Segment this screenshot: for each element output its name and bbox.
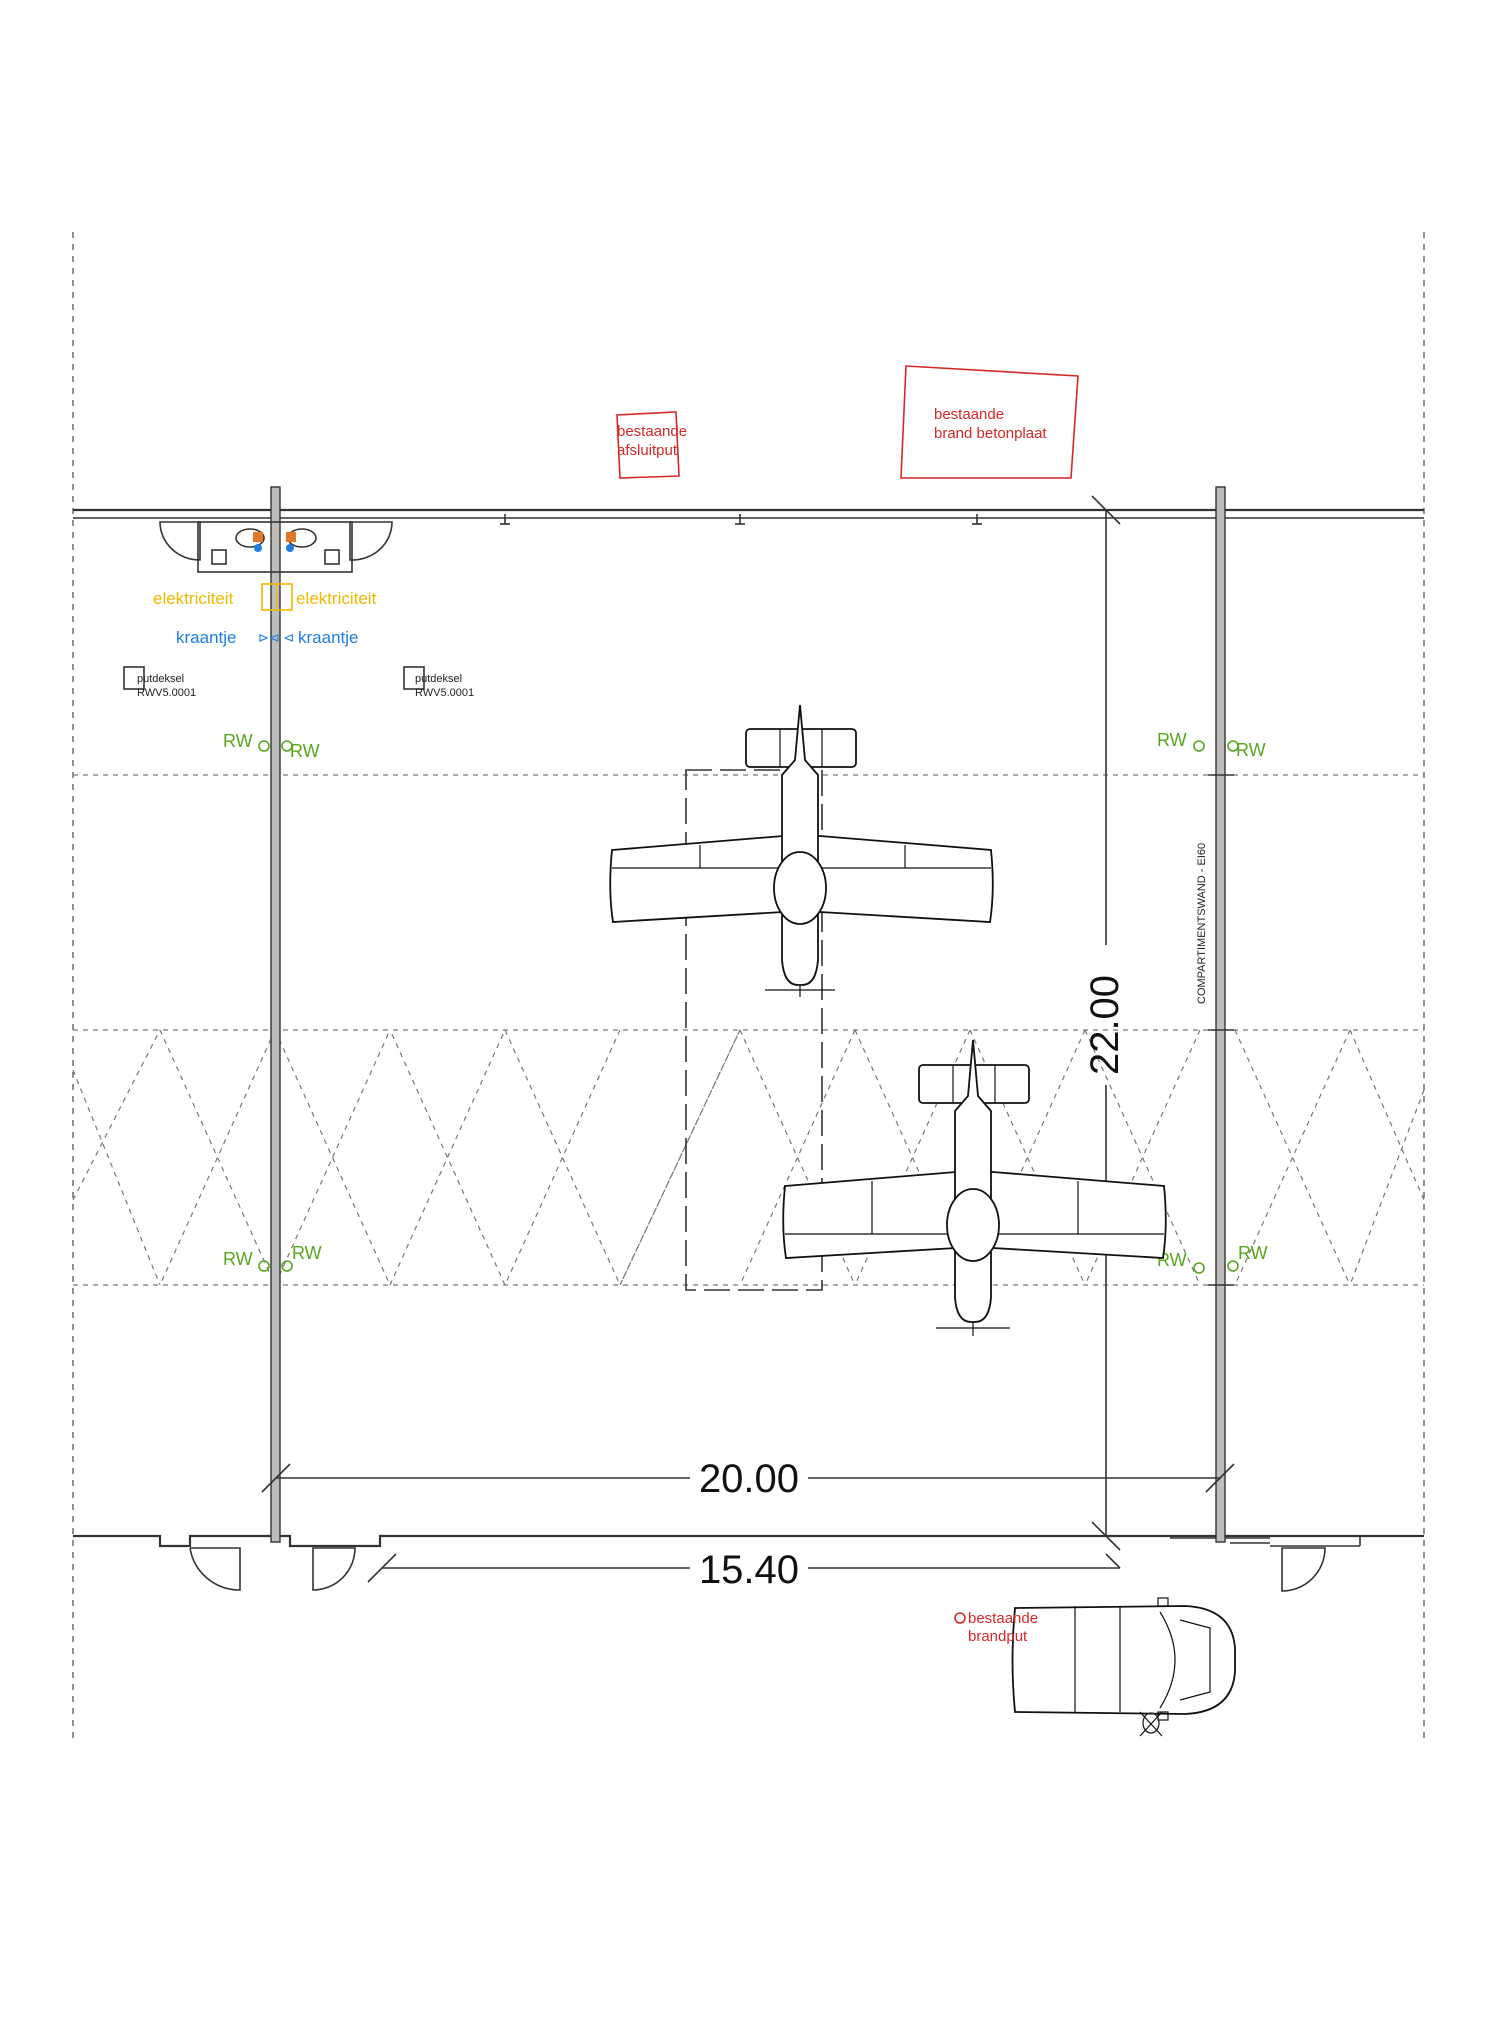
rw-bottom-right: RW RW [1157, 1243, 1268, 1274]
left-partition-wall [270, 486, 281, 1543]
svg-text:RW: RW [223, 1249, 253, 1269]
svg-text:RW: RW [1238, 1243, 1268, 1263]
utility-fixtures [159, 521, 393, 573]
svg-text:brandput: brandput [968, 1628, 1028, 1645]
bottom-wall [73, 1534, 1424, 1592]
svg-text:15.40: 15.40 [699, 1548, 799, 1592]
airplane-1 [609, 704, 994, 997]
existing-concrete-slab: bestaande brand betonplaat [900, 365, 1079, 479]
svg-text:RW: RW [1157, 1250, 1187, 1270]
svg-text:RW: RW [290, 741, 320, 761]
svg-text:RW: RW [1157, 730, 1187, 750]
dimension-width: 20.00 [261, 1457, 1235, 1501]
svg-text:putdeksel: putdeksel [415, 673, 462, 685]
svg-text:RW: RW [223, 731, 253, 751]
airplane-2 [782, 1039, 1167, 1336]
top-wall [73, 508, 1424, 525]
dimension-door-width: 15.40 [367, 1548, 1121, 1592]
rw-top-right: RW RW [1157, 730, 1266, 760]
svg-text:RW: RW [292, 1243, 322, 1263]
tap-label-left: kraantje [176, 628, 236, 647]
existing-shutoff-pit: bestaande afsluitput [616, 411, 687, 479]
manhole-cover-2: putdeksel RWV5.0001 [403, 666, 474, 699]
svg-text:RWV5.0001: RWV5.0001 [137, 687, 196, 699]
svg-text:22.00: 22.00 [1083, 975, 1127, 1075]
electricity-group: elektriciteit elektriciteit [153, 583, 377, 611]
svg-text:RW: RW [1236, 740, 1266, 760]
svg-text:brand betonplaat: brand betonplaat [934, 425, 1047, 442]
tap-label-right: kraantje [298, 628, 358, 647]
compartment-wall-label: COMPARTIMENTSWAND - EI60 [1196, 843, 1208, 1004]
svg-text:⊳⊲ ⊲: ⊳⊲ ⊲ [258, 630, 294, 645]
rainwater-downspouts: RW RW RW RW RW RW RW RW [223, 730, 1268, 1274]
parked-car [1011, 1597, 1236, 1721]
dimension-depth: 22.00 [1083, 495, 1127, 1551]
svg-text:RWV5.0001: RWV5.0001 [415, 687, 474, 699]
svg-text:afsluitput: afsluitput [617, 442, 678, 459]
svg-text:bestaande: bestaande [968, 1610, 1038, 1627]
svg-text:bestaande: bestaande [934, 406, 1004, 423]
electricity-label-left: elektriciteit [153, 589, 234, 608]
north-marker-icon [1139, 1711, 1163, 1737]
manhole-cover-1: putdeksel RWV5.0001 [123, 666, 196, 699]
rw-top-left: RW RW [223, 731, 320, 761]
existing-fire-hydrant: bestaande brandput [954, 1610, 1038, 1645]
tap-group: kraantje ⊳⊲ ⊲ kraantje [176, 628, 358, 647]
electricity-label-right: elektriciteit [296, 589, 377, 608]
rw-bottom-left: RW RW [223, 1243, 322, 1272]
aircraft-footprint [685, 769, 823, 1291]
svg-text:putdeksel: putdeksel [137, 673, 184, 685]
right-compartment-wall [1208, 486, 1234, 1543]
svg-text:20.00: 20.00 [699, 1457, 799, 1501]
svg-text:bestaande: bestaande [617, 423, 687, 440]
